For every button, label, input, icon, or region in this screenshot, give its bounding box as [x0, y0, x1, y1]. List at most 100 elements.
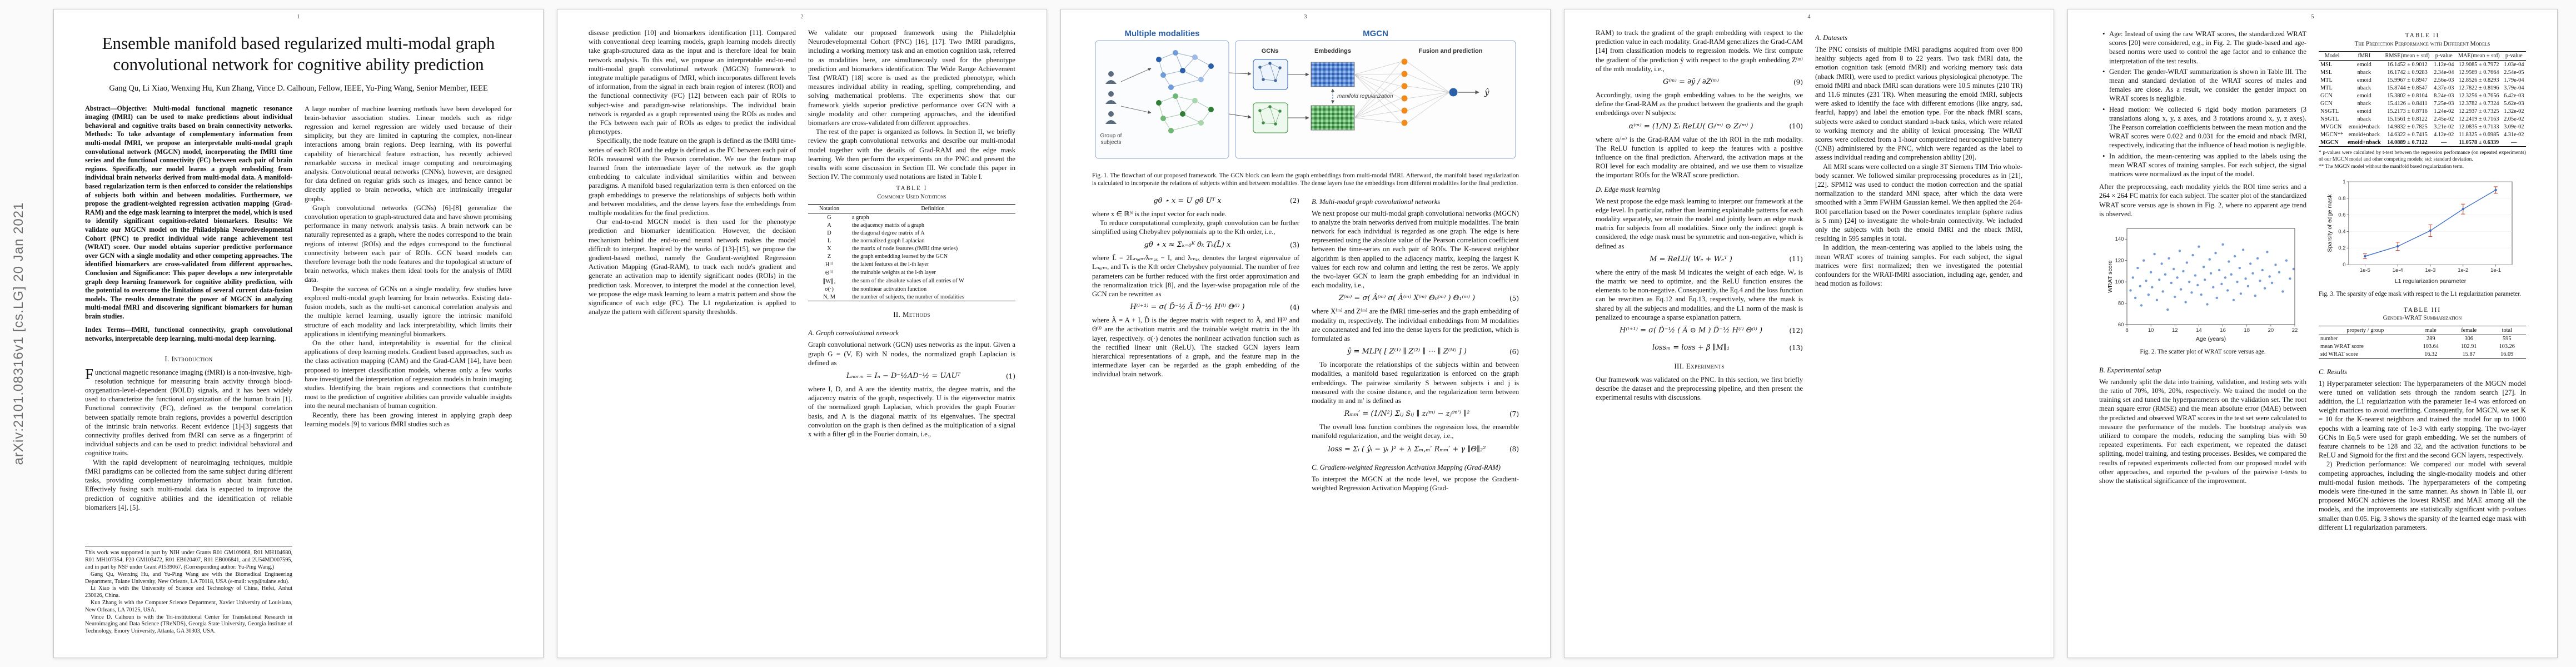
column-right: We validate our proposed framework using…	[808, 28, 1015, 635]
table-row: GCN emoid 15.3802 ± 0.8104 8.24e-03 12.3…	[2319, 92, 2526, 99]
manifold-regularization-label: manifold regularization	[1337, 93, 1393, 99]
svg-text:1e-1: 1e-1	[2490, 267, 2501, 273]
column-right: A. Datasets The PNC consists of multiple…	[1815, 28, 2022, 635]
paragraph: The overall loss function combines the r…	[1312, 423, 1519, 440]
table-header-cell: property / group	[2319, 326, 2412, 335]
table-row: N, M the number of subjects, the number …	[808, 293, 1015, 301]
equation-8: loss = Σᵢ ( ŷᵢ − yᵢ )² + λ Σₘ,ₘ′ Rₘₘ′ + …	[1328, 445, 1519, 454]
pvalue-cell: 4.31e-02	[2504, 131, 2524, 138]
subsection-heading-setup: B. Experimental setup	[2099, 366, 2161, 374]
equation-10: α⁽ᵐ⁾ = (1∕N) Σᵢ ReLU( Gᵢ⁽ᵐ⁾ ⊙ Zᵢ⁽ᵐ⁾ )(10…	[1628, 122, 1803, 131]
rmse-cell: 16.1742 ± 0.9283	[2387, 69, 2428, 76]
table-row: A the adjacency matrix of a graph	[808, 221, 1015, 229]
pvalue-cell: 3.79e-04	[2504, 84, 2524, 91]
svg-text:1e-2: 1e-2	[2458, 267, 2468, 273]
model-cell: GCN	[2320, 100, 2333, 107]
author-footnote: This work was supported in part by NIH u…	[85, 546, 292, 635]
pvalue-cell: 1.12e-04	[2434, 61, 2454, 68]
svg-text:0: 0	[2343, 262, 2345, 268]
paragraph: where X⁽ᵐ⁾ and Z⁽ᵐ⁾ are the fMRI time-se…	[1312, 307, 1519, 343]
female-cell: 15.87	[2462, 351, 2475, 358]
footnote-line: This work was supported in part by NIH u…	[85, 550, 292, 571]
paragraph: We validate our proposed framework using…	[808, 29, 1015, 127]
paragraph: RAM) to track the gradient of the graph …	[1596, 29, 1803, 73]
page-number: 4	[1807, 14, 1811, 20]
fmri-cell: emoid+nback	[2348, 123, 2380, 130]
notation-cell: H⁽ˡ⁾	[825, 261, 834, 268]
svg-text:80: 80	[2117, 301, 2124, 307]
rmse-cell: 14.6322 ± 0.7415	[2387, 131, 2428, 138]
paragraph: After the preprocessing, each modality y…	[2099, 183, 2306, 218]
paragraph: Recently, there has been growing interes…	[305, 411, 512, 428]
group-of-subjects-label: Group of	[1100, 133, 1122, 139]
pvalue-cell: —	[2511, 139, 2517, 146]
gcns-label: GCNs	[1262, 48, 1279, 54]
total-cell: 16.09	[2500, 351, 2514, 358]
mae-cell: 12.2937 ± 0.7325	[2458, 108, 2499, 115]
pvalue-cell: 1.03e-04	[2504, 61, 2524, 68]
confounder-bullet-list: Age: Instead of using the raw WRAT score…	[2099, 29, 2306, 180]
paragraph: where L̃ = 2Lₙₒᵣₘ∕λₘₐₓ − I, and λₘₐₓ den…	[1092, 254, 1299, 298]
section-heading-introduction: I. Introduction	[165, 354, 213, 363]
brain-graph-modality1-nodes	[1156, 50, 1214, 90]
definition-cell: the matrix of node features (fMRI time s…	[852, 245, 958, 252]
definition-cell: the graph embedding learned by the GCN	[852, 253, 948, 260]
paragraph: disease prediction [10] and biomarkers i…	[589, 29, 796, 136]
paragraph: 2) Prediction performance: We compared o…	[2319, 460, 2526, 531]
paragraph: To incorporate the relationships of the …	[1312, 361, 1519, 405]
bullet-item: Gender: The gender-WRAT summarization is…	[2102, 67, 2306, 103]
pvalue-cell: 2.34e-04	[2434, 69, 2454, 76]
pvalue-cell: 4.12e-02	[2434, 131, 2454, 138]
column-left: disease prediction [10] and biomarkers i…	[589, 28, 796, 635]
column-right: B. Multi-modal graph convolutional netwo…	[1312, 192, 1519, 635]
table-header-cell: p-value	[2502, 51, 2526, 61]
mae-cell: 11.0578 ± 0.6339	[2459, 139, 2499, 146]
abstract: Abstract—Objective: Multi-modal function…	[85, 104, 292, 320]
table-row: MSL nback 16.1742 ± 0.9283 2.34e-04 12.9…	[2319, 68, 2526, 76]
table-header-cell: RMSE(mean ± std)	[2383, 51, 2432, 61]
fusion-fan-lines	[1354, 61, 1450, 123]
paragraph: We randomly split the data into training…	[2099, 377, 2306, 485]
table-row: MVGCN emoid+nback 14.9832 ± 0.7825 3.21e…	[2319, 123, 2526, 131]
table-row: Z the graph embedding learned by the GCN	[808, 252, 1015, 260]
svg-text:1e-3: 1e-3	[2425, 267, 2435, 273]
table-1-caption: TABLE I Commonly Used Notations	[877, 185, 946, 200]
fmri-cell: emoid	[2357, 61, 2371, 68]
svg-text:8: 8	[2125, 327, 2128, 334]
paragraph: With the rapid development of neuroimagi…	[85, 458, 292, 511]
footnote-line: Vince D. Calhoun is with the Tri-institu…	[85, 614, 292, 635]
pvalue-cell: 2.05e-02	[2504, 116, 2524, 122]
equation-9: G⁽ᵐ⁾ = ∂ŷ ∕ ∂Z⁽ᵐ⁾(9)	[1663, 78, 1803, 87]
fig1-title-multiple-modalities: Multiple modalities	[1124, 29, 1199, 38]
page-2: 2 disease prediction [10] and biomarkers…	[557, 9, 1047, 658]
page-number: 3	[1304, 14, 1307, 20]
table-row: H⁽ˡ⁾ the latent features at the l-th lay…	[808, 260, 1015, 268]
paragraph: On the other hand, interpretability is e…	[305, 339, 512, 410]
fmri-cell: emoid	[2357, 77, 2371, 83]
definition-cell: a graph	[852, 214, 869, 221]
table-row: σ(·) the nonlinear activation function	[808, 285, 1015, 293]
rmse-cell: 14.9832 ± 0.7825	[2387, 123, 2428, 130]
property-cell: number	[2320, 336, 2338, 342]
equation-1: Lₙₒᵣₘ = Iₙ − D⁻½AD⁻½ = UΛUᵀ (1)	[846, 372, 1015, 381]
table-row: G a graph	[808, 213, 1015, 222]
bullet-item: Age: Instead of using the raw WRAT score…	[2102, 29, 2306, 66]
paragraph: To reduce computational complexity, grap…	[1092, 218, 1299, 236]
table-header-cell: female	[2450, 326, 2488, 335]
table-row: L the normalized graph Laplacian	[808, 237, 1015, 245]
rmse-cell: 15.1561 ± 0.8122	[2387, 116, 2428, 122]
definition-cell: the trainable weights at the l-th layer	[852, 270, 936, 276]
definition-cell: the nonlinear activation function	[852, 286, 927, 292]
svg-text:120: 120	[2115, 258, 2124, 264]
svg-text:WRAT score: WRAT score	[2107, 260, 2114, 293]
table-row: NSGTL emoid 15.2173 ± 0.8716 1.24e-02 12…	[2319, 107, 2526, 115]
table-row: D the diagonal degree matrix of A	[808, 229, 1015, 237]
pvalue-cell: 8.24e-03	[2434, 92, 2454, 99]
page-number: 1	[297, 14, 300, 20]
model-cell: MTL	[2320, 77, 2333, 83]
